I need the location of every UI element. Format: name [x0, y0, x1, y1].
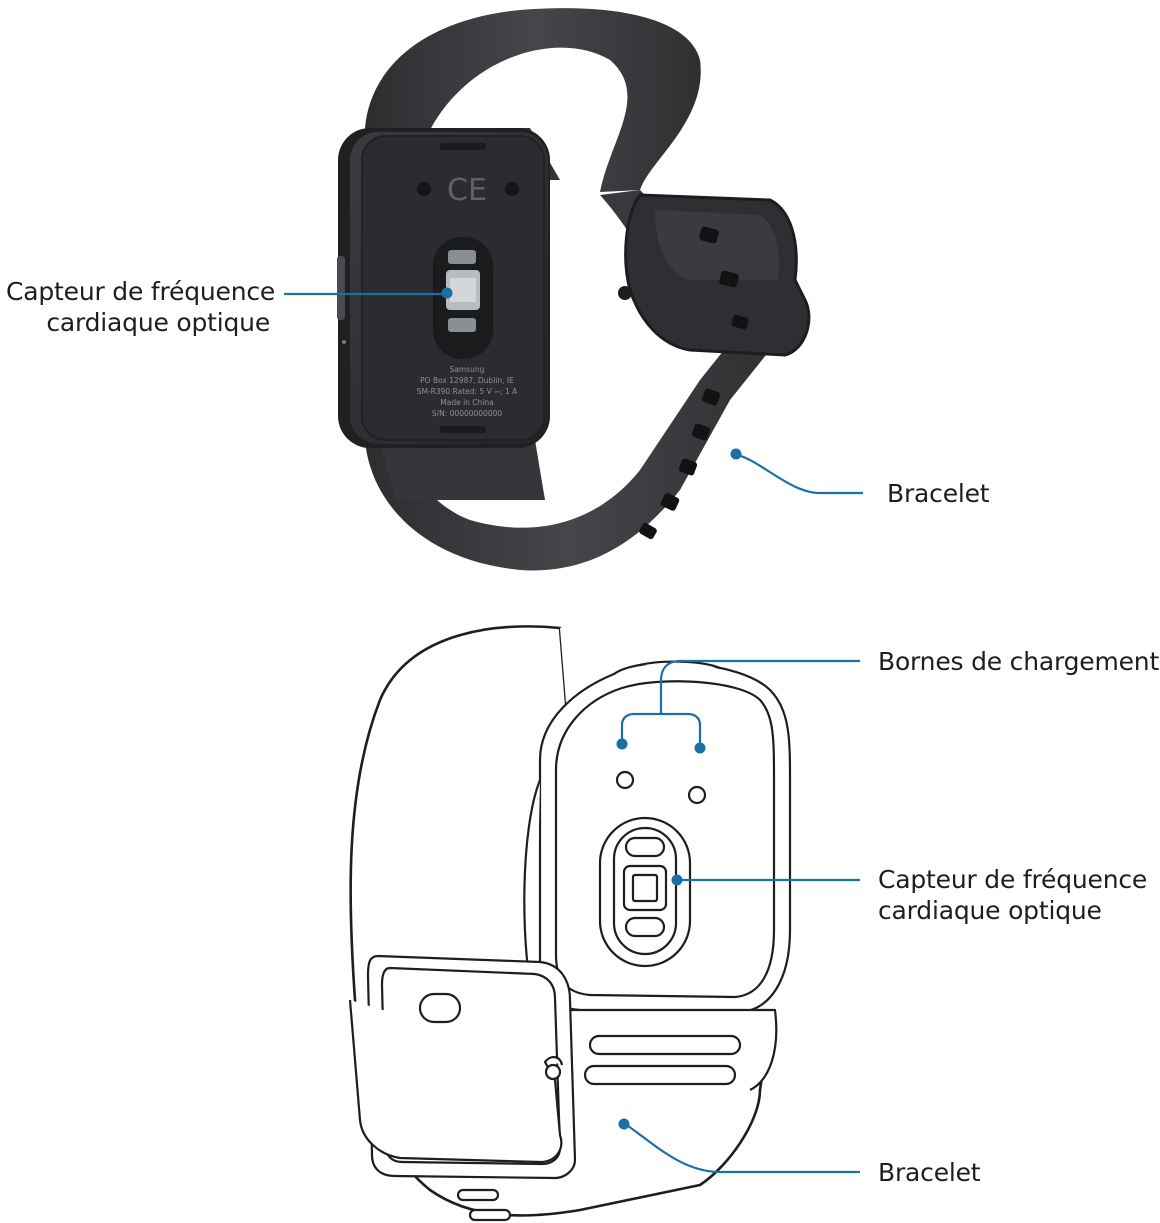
- label-bottom-sensor-line2: cardiaque optique: [878, 896, 1102, 925]
- top-callouts: [284, 292, 863, 495]
- label-top-strap: Bracelet: [887, 479, 990, 508]
- callout-line-bottom-strap: [624, 1123, 860, 1174]
- label-top-sensor-line1: Capteur de fréquence: [6, 277, 276, 306]
- label-top-sensor-line2: cardiaque optique: [46, 308, 270, 337]
- top-ce-mark: CE: [447, 173, 487, 208]
- callout-dot-bottom-sensor: [671, 874, 683, 886]
- engraving-line-3: SM-R390 Rated: 5 V ⎓; 1 A: [417, 387, 518, 396]
- callout-dot-bottom-strap: [618, 1118, 630, 1130]
- top-band-lower-strap: [365, 330, 770, 571]
- label-bottom-strap: Bracelet: [878, 1158, 981, 1187]
- callout-dot-bottom-terminal-right: [694, 742, 706, 754]
- top-engraving: Samsung PO Box 12987, Dublin, IE SM-R390…: [417, 365, 518, 418]
- label-top-sensor: Capteur de fréquence cardiaque optique: [6, 276, 276, 338]
- callout-line-bottom-terminals-bracket: [620, 712, 702, 745]
- callout-dot-top-sensor: [441, 287, 453, 299]
- engraving-line-5: S/N: 00000000000: [432, 409, 503, 418]
- callout-dot-top-strap: [730, 448, 742, 460]
- engraving-line-4: Made in China: [440, 398, 493, 407]
- label-bottom-sensor-line1: Capteur de fréquence: [878, 865, 1148, 894]
- top-band-holes: [639, 388, 721, 540]
- bottom-band-illustration: [348, 625, 792, 1222]
- label-bottom-sensor: Capteur de fréquence cardiaque optique: [878, 864, 1147, 926]
- bottom-buckle-prong: [348, 999, 564, 1164]
- engraving-line-2: PO Box 12987, Dublin, IE: [420, 376, 514, 385]
- top-band-illustration: [337, 8, 811, 571]
- callout-dot-bottom-terminal-left: [616, 738, 628, 750]
- top-band-upper-strap: [365, 8, 701, 192]
- top-band-lower-inner: [380, 440, 545, 500]
- engraving-line-1: Samsung: [450, 365, 485, 374]
- callout-line-top-strap: [736, 453, 863, 495]
- callout-line-bottom-terminals: [659, 659, 860, 714]
- label-bottom-terminals: Bornes de chargement: [878, 647, 1160, 676]
- bottom-callouts: [620, 659, 860, 1174]
